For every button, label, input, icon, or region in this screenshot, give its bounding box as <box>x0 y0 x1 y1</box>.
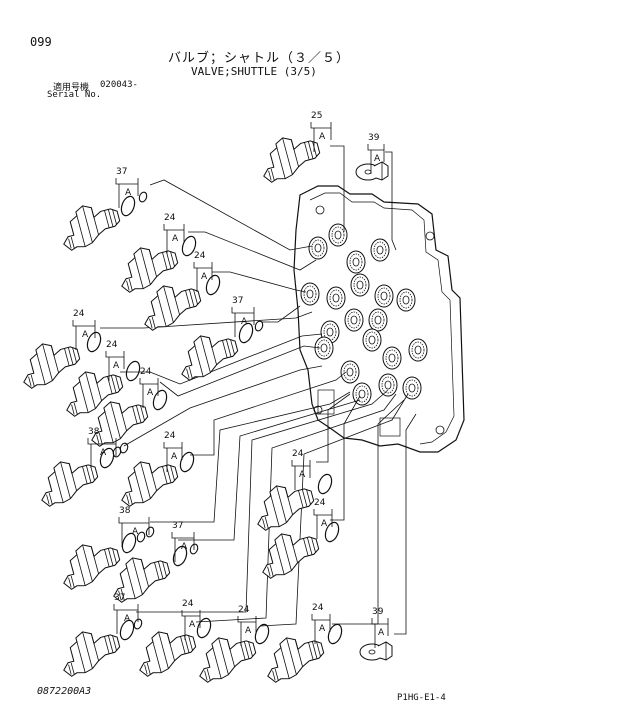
callout-part-number: 24 <box>106 340 118 350</box>
callout-bracket <box>113 604 139 634</box>
callout-39: 39A <box>367 133 385 174</box>
callout-part-number: 37 <box>172 521 183 531</box>
callout-part-number: 24 <box>238 605 250 615</box>
figure-code: P1HG-E1-4 <box>397 693 446 703</box>
callout-25: 25A <box>310 111 332 152</box>
callout-38: 38A <box>87 427 117 468</box>
callout-sub-label: A <box>241 317 248 327</box>
callout-part-number: 37 <box>114 593 125 603</box>
callout-sub-label: A <box>124 614 131 624</box>
callout-bracket <box>237 616 257 646</box>
callout-part-number: 38 <box>88 427 100 437</box>
callout-part-number: 24 <box>312 603 324 613</box>
leader-lines <box>100 145 417 635</box>
callout-sub-label: A <box>113 361 120 371</box>
callout-sub-label: A <box>181 542 188 552</box>
callout-24: 24A <box>193 251 213 292</box>
title-english: VALVE;SHUTTLE (3/5) <box>191 65 317 78</box>
callout-sub-label: A <box>299 470 306 480</box>
callout-sub-label: A <box>319 624 326 634</box>
callout-sub-label: A <box>201 272 208 282</box>
document-code: 0872200A3 <box>37 686 92 697</box>
callout-part-number: 38 <box>119 506 131 516</box>
callout-part-number: 24 <box>140 367 152 377</box>
callout-part-number: 24 <box>292 449 304 459</box>
callout-part-number: 24 <box>164 213 176 223</box>
callout-part-number: 24 <box>182 599 194 609</box>
callout-sub-label: A <box>374 154 381 164</box>
title-japanese: バルブ；シャトル（３／５） <box>168 51 351 66</box>
callout-sub-label: A <box>245 626 252 636</box>
callout-37: 37A <box>113 593 139 634</box>
callout-part-number: 37 <box>116 167 127 177</box>
callout-bracket <box>311 614 331 644</box>
callout-bracket <box>171 532 195 562</box>
callout-part-number: 39 <box>372 607 384 617</box>
callout-38: 38A <box>118 506 150 547</box>
callout-24: 24A <box>105 340 125 381</box>
callout-sub-label: A <box>100 448 107 458</box>
callout-sub-label: A <box>319 132 326 142</box>
callout-24: 24A <box>163 213 185 254</box>
callout-bracket <box>193 262 213 292</box>
callout-24: 24A <box>72 309 96 350</box>
callout-bracket <box>118 517 150 547</box>
callout-bracket <box>87 438 117 468</box>
serial-value: 020043- <box>100 80 138 90</box>
callout-37: 37A <box>171 521 195 562</box>
callout-24: 24A <box>291 449 311 490</box>
callout-sub-label: A <box>189 620 196 630</box>
callout-bracket <box>367 144 385 174</box>
callout-24: 24A <box>237 605 257 646</box>
callout-part-number: 25 <box>311 111 322 121</box>
callout-24: 24A <box>311 603 331 644</box>
callout-bracket <box>163 224 185 254</box>
callout-sub-label: A <box>125 188 132 198</box>
callout-sub-label: A <box>132 527 139 537</box>
callout-bracket <box>72 320 96 350</box>
callout-part-number: 39 <box>368 133 380 143</box>
callout-part-number: 24 <box>164 431 176 441</box>
callout-24: 24A <box>139 367 159 408</box>
callout-bracket <box>291 460 311 490</box>
callout-sub-label: A <box>378 628 385 638</box>
callout-bracket <box>371 618 389 648</box>
callout-sub-label: A <box>171 452 178 462</box>
callout-part-number: 24 <box>73 309 85 319</box>
callout-sub-label: A <box>82 330 89 340</box>
callout-bracket <box>139 378 159 408</box>
callout-bracket <box>231 307 255 337</box>
callout-sub-label: A <box>321 519 328 529</box>
callout-bracket <box>115 178 139 208</box>
callout-part-number: 37 <box>232 296 243 306</box>
callout-bracket <box>105 351 125 381</box>
callout-24: 24A <box>313 498 333 539</box>
callout-sub-label: A <box>172 234 179 244</box>
serial-label-english: Serial No. <box>47 90 102 100</box>
callout-37: 37A <box>115 167 139 208</box>
callout-24: 24A <box>163 431 183 472</box>
page-number: 099 <box>30 35 52 49</box>
callout-sub-label: A <box>147 388 154 398</box>
callout-bracket <box>163 442 183 472</box>
callout-bracket <box>313 509 333 539</box>
callout-24: 24A <box>181 599 201 640</box>
callout-part-number: 24 <box>314 498 326 508</box>
callout-bracket <box>310 122 332 152</box>
callout-39: 39A <box>371 607 389 648</box>
serial-label-japanese: 適用号機 <box>53 83 90 93</box>
callout-bracket <box>181 610 201 640</box>
callout-part-number: 24 <box>194 251 206 261</box>
callout-37: 37A <box>231 296 255 337</box>
